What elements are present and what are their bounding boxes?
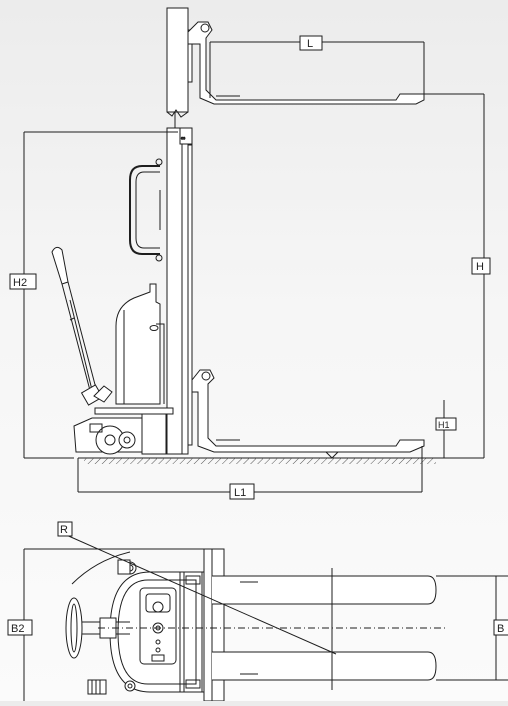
- label-B2: B2: [11, 623, 24, 635]
- top-view-tiller: [65, 597, 130, 695]
- raised-fork-carriage: [187, 21, 425, 105]
- label-L: L: [307, 38, 313, 50]
- top-view-body: [109, 559, 205, 693]
- lowered-fork-carriage: [191, 369, 425, 459]
- top-view-forks: [212, 568, 437, 690]
- mast: ∞: [166, 7, 193, 455]
- label-H1: H1: [438, 420, 450, 430]
- dim-H2: [9, 131, 178, 459]
- mast-handle: [129, 158, 163, 262]
- chassis: [73, 407, 174, 455]
- label-H: H: [476, 261, 484, 273]
- dim-L: [212, 35, 424, 51]
- tiller-arm: [51, 246, 113, 406]
- label-B: B: [497, 623, 504, 635]
- dim-L1: [77, 446, 423, 500]
- dim-R: [57, 521, 337, 655]
- label-R: R: [60, 524, 68, 536]
- ground-line: [78, 457, 438, 464]
- label-L1: L1: [234, 487, 246, 499]
- dim-H: [410, 93, 491, 459]
- label-H2: H2: [13, 277, 27, 289]
- dim-B: [436, 575, 508, 681]
- dim-B2: [7, 619, 33, 636]
- dim-H1: [435, 400, 457, 458]
- side-view: ∞: [9, 7, 491, 500]
- top-view: [7, 521, 508, 702]
- body-cover: [115, 283, 165, 405]
- svg-text:∞: ∞: [181, 136, 185, 142]
